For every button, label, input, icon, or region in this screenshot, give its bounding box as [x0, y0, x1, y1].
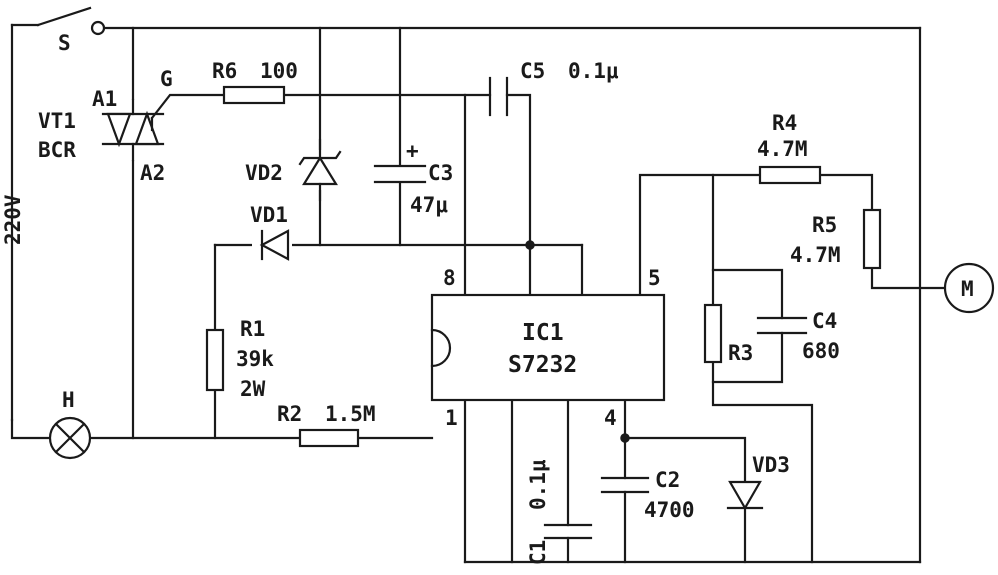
triac-g-label: G [160, 67, 173, 91]
c5-name-label: C5 [520, 59, 545, 83]
r1-power-label: 2W [240, 377, 266, 401]
capacitor-c3 [373, 164, 427, 184]
triac-a1-label: A1 [92, 87, 117, 111]
vd3-name-label: VD3 [752, 453, 790, 477]
motor-label: M [961, 277, 974, 301]
pin1-label: 1 [445, 406, 458, 430]
ic-type-label: S7232 [508, 352, 577, 378]
triac-type-label: BCR [38, 138, 76, 162]
lamp-h [48, 416, 92, 460]
c4-value-label: 680 [802, 339, 840, 363]
capacitor-c4 [756, 316, 808, 335]
r6-name-label: R6 [212, 59, 237, 83]
pin8-label: 8 [443, 266, 456, 290]
pin4-label: 4 [604, 406, 617, 430]
r5-value-label: 4.7M [790, 243, 841, 267]
r4-value-label: 4.7M [757, 137, 808, 161]
c2-name-label: C2 [655, 468, 680, 492]
ic-name-label: IC1 [522, 320, 564, 346]
r3-name-label: R3 [728, 341, 753, 365]
diode-vd3 [726, 480, 764, 511]
r6-value-label: 100 [260, 59, 298, 83]
switch-label: S [58, 31, 71, 55]
c3-polarity-label: + [406, 139, 419, 163]
c2-value-label: 4700 [644, 498, 695, 522]
ic1-chip [430, 293, 666, 402]
pin5-label: 5 [648, 266, 661, 290]
capacitor-c1 [543, 523, 593, 540]
c5-value-label: 0.1μ [568, 59, 619, 83]
junction-dots [525, 240, 630, 443]
triac-vt1 [101, 98, 165, 162]
c1-name-label: C1 [526, 540, 550, 565]
capacitor-c5 [488, 76, 509, 117]
mains-voltage-label: 220V [1, 194, 25, 245]
resistor-r2 [298, 428, 360, 448]
r1-value-label: 39k [236, 347, 274, 371]
r4-name-label: R4 [772, 111, 797, 135]
capacitor-c2 [600, 476, 650, 494]
switch-s [36, 6, 106, 36]
diode-vd1 [252, 229, 292, 261]
r1-name-label: R1 [240, 317, 265, 341]
labels: S 220V A1 VT1 BCR A2 G R6 100 C5 0.1μ VD… [1, 31, 974, 565]
resistor-r4 [758, 165, 822, 185]
r2-value-label: 1.5M [325, 402, 376, 426]
wires [10, 23, 947, 564]
r5-name-label: R5 [812, 213, 837, 237]
lamp-name-label: H [62, 388, 75, 412]
vd2-name-label: VD2 [245, 161, 283, 185]
triac-name-label: VT1 [38, 109, 76, 133]
triac-a2-label: A2 [140, 161, 165, 185]
vd1-name-label: VD1 [250, 203, 288, 227]
resistor-r1 [205, 328, 225, 392]
resistor-r6 [222, 85, 286, 105]
resistor-r3 [703, 303, 723, 364]
zener-vd2 [298, 138, 342, 202]
motor-m [943, 262, 995, 314]
c3-name-label: C3 [428, 161, 453, 185]
r2-name-label: R2 [277, 402, 302, 426]
c4-name-label: C4 [812, 309, 837, 333]
c1-value-label: 0.1μ [526, 459, 550, 510]
resistor-r5 [862, 208, 882, 270]
c3-value-label: 47μ [410, 193, 448, 217]
